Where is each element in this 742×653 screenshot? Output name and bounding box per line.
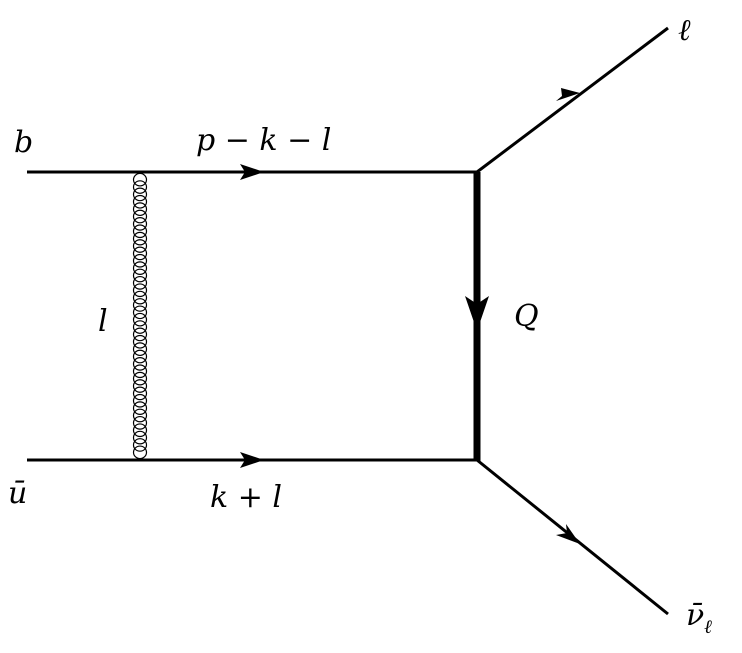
gluon-loop	[132, 194, 148, 209]
gluon-loop	[132, 401, 148, 415]
neutrino-subscript: ℓ	[704, 616, 712, 638]
gluon-loop	[132, 231, 148, 246]
gluon-loop	[132, 423, 148, 438]
u-bar-quark-arrow	[240, 452, 264, 468]
gluon-line	[132, 172, 148, 460]
gluon-momentum-label: l	[98, 304, 108, 339]
gluon-loop	[132, 430, 148, 445]
b-quark-label: b	[14, 125, 33, 160]
b-quark-arrow	[240, 164, 264, 180]
u-bar-quark-label: ū	[8, 476, 27, 511]
gluon-loop	[132, 298, 148, 312]
lepton-line	[476, 26, 669, 174]
gluon-loop	[132, 386, 148, 401]
gluon-loop	[132, 217, 148, 231]
gluon-loop	[132, 209, 148, 224]
gluon-loop	[132, 342, 148, 357]
gluon-loop	[132, 275, 148, 290]
gluon-loop	[132, 268, 148, 283]
gluon-loop	[132, 283, 148, 298]
neutrino-label: ν̄	[686, 598, 704, 633]
gluon-loop	[132, 202, 148, 217]
gluon-loop	[132, 364, 148, 379]
gluon-loop	[132, 320, 148, 334]
bottom-momentum-label: k + l	[210, 480, 282, 515]
top-momentum-label: p − k − l	[196, 123, 331, 158]
gluon-loop	[132, 224, 148, 239]
gluon-loop	[132, 393, 148, 408]
gluon-loop	[132, 334, 148, 349]
gluon-loop	[132, 246, 148, 261]
gluon-loop	[132, 445, 148, 460]
gluon-loop	[132, 357, 148, 371]
gluon-loop	[132, 305, 148, 320]
gluon-loop	[132, 180, 148, 194]
gluon-loop	[132, 239, 148, 253]
gluon-loop	[132, 187, 148, 202]
gluon-loop	[132, 371, 148, 386]
gluon-loop	[132, 408, 148, 423]
gluon-loop	[132, 379, 148, 393]
gluon-loop	[132, 349, 148, 364]
gluon-loop	[132, 438, 148, 452]
gluon-loop	[132, 261, 148, 275]
neutrino-arrow	[556, 524, 580, 544]
heavy-propagator-label: Q	[514, 299, 539, 334]
lepton-arrow	[556, 88, 580, 101]
heavy-propagator-arrow	[465, 296, 489, 331]
gluon-loop	[132, 172, 148, 187]
gluon-loop	[132, 415, 148, 430]
gluon-loop	[132, 253, 148, 268]
lepton-label: ℓ	[678, 13, 691, 48]
gluon-loop	[132, 327, 148, 342]
gluon-loop	[132, 290, 148, 305]
gluon-loop	[132, 312, 148, 327]
